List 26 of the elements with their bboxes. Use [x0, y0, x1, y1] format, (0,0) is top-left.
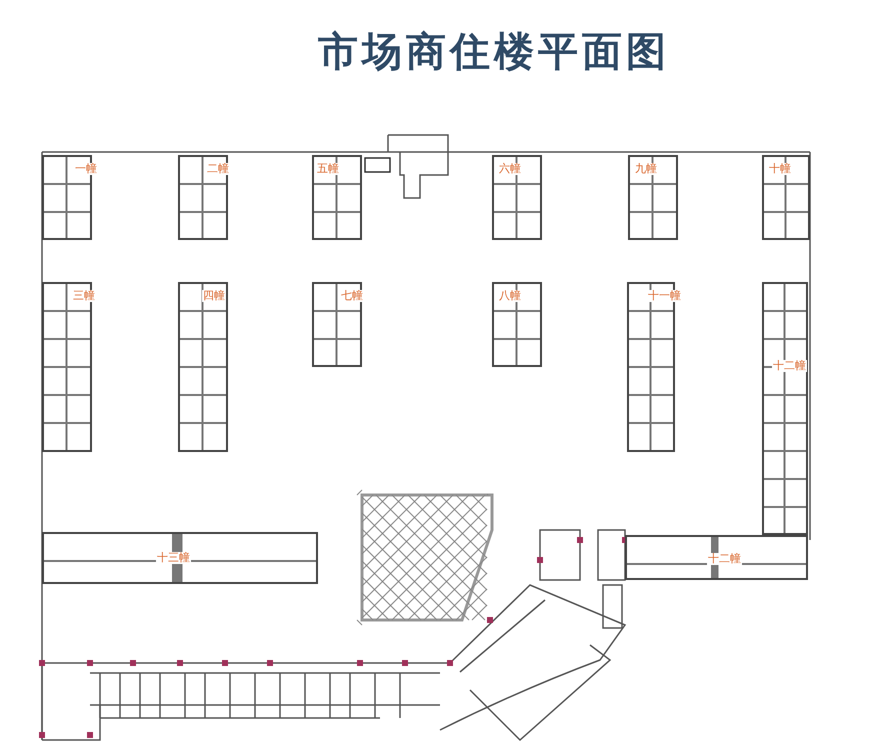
building-outline	[312, 282, 362, 367]
building-label: 四幢	[202, 290, 226, 302]
building-label: 二幢	[206, 163, 230, 175]
building-outline	[492, 282, 542, 367]
title: 市场商住楼平面图	[318, 27, 670, 77]
building-label: 一幢	[74, 163, 98, 175]
building-outline	[628, 155, 678, 240]
building-label: 六幢	[498, 163, 522, 175]
building-label: 十幢	[768, 163, 792, 175]
building-outline	[178, 155, 228, 240]
building-label: 十一幢	[647, 290, 682, 302]
building-label: 九幢	[634, 163, 658, 175]
building-outline	[492, 155, 542, 240]
building-label: 十二幢	[772, 360, 807, 372]
building-outline	[42, 532, 318, 584]
building-outline	[312, 155, 362, 240]
building-outline	[762, 155, 810, 240]
building-label: 五幢	[316, 163, 340, 175]
building-label: 三幢	[72, 290, 96, 302]
building-outline	[625, 535, 808, 580]
building-label: 七幢	[340, 290, 364, 302]
building-outline	[178, 282, 228, 452]
building-label: 十三幢	[156, 552, 191, 564]
building-label: 八幢	[498, 290, 522, 302]
building-outline	[762, 282, 808, 535]
building-label: 十二幢	[707, 553, 742, 565]
